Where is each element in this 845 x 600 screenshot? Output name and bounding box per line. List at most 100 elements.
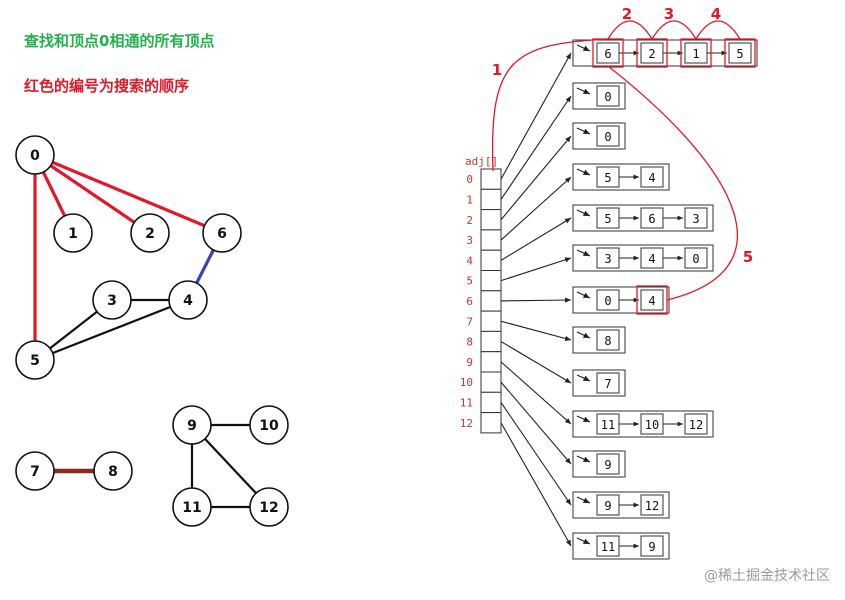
graph-node-label: 0 [30,148,40,164]
search-path-1 [491,38,609,172]
search-path-arc [651,20,697,40]
adj-array-label: adj[] [465,155,498,168]
graph-node-label: 10 [259,418,279,434]
graph-node-label: 4 [183,293,193,309]
graph-node-label: 3 [107,293,117,309]
adj-list-pointer [576,209,591,217]
adj-list-value: 7 [604,377,611,391]
adj-link-arrow [500,320,572,342]
adj-array-cell [480,209,502,231]
adj-list-value: 2 [648,47,655,61]
adj-link-arrow [500,217,572,261]
adj-index-label: 11 [460,396,473,409]
adj-list-value: 4 [648,171,655,185]
graph-node [249,405,289,445]
graph-node-label: 5 [30,353,40,369]
watermark: @稀土掘金技术社区 [704,568,830,584]
graph-node-label: 11 [182,500,201,516]
adj-link-arrow [500,402,572,506]
adj-link-arrow [500,52,572,180]
adj-array-cell [480,249,502,271]
adj-array-cell [480,229,502,251]
graph-node [92,280,132,320]
adj-list-value: 0 [604,90,611,104]
graph-node [168,280,208,320]
adj-list-value: 9 [604,499,611,513]
search-order-number: 1 [492,61,502,79]
graph-node-label: 12 [259,500,278,516]
adj-index-label: 0 [466,173,473,186]
graph-edge [34,298,189,362]
graph-node [130,213,170,253]
adj-list-cell [684,207,708,229]
search-order-number: 4 [711,5,721,23]
adj-list-value: 0 [604,130,611,144]
graph-node [172,487,212,527]
adj-list-pointer [576,331,591,339]
search-order-number: 3 [664,5,674,23]
graph-node [53,213,93,253]
search-path-arc [607,20,653,40]
adj-list-pointer [576,415,591,423]
adj-list-value: 0 [604,294,611,308]
adj-link-arrow [500,135,572,221]
search-path-5 [607,65,738,301]
adj-list-value: 5 [604,171,611,185]
heading: 查找和顶点0相通的所有顶点 [24,32,215,50]
graph-node-label: 9 [187,418,197,434]
graph-edge [34,153,151,235]
adj-array-cell [480,371,502,393]
adj-list-pointer [576,537,591,545]
adj-list-value: 9 [648,540,655,554]
graph-node [249,487,289,527]
adj-list-pointer [576,374,591,382]
adj-index-label: 4 [466,254,473,267]
adj-array-cell [480,270,502,292]
adj-list-cell [640,289,664,311]
adj-list-pointer [576,249,591,257]
adj-link-arrow [500,381,572,465]
graph-node [93,451,133,491]
graph-node [15,451,55,491]
search-order-number: 2 [622,5,632,23]
adj-list-cell [640,535,664,557]
adj-list-value: 9 [604,458,611,472]
subheading: 红色的编号为搜索的顺序 [24,77,190,95]
adj-array-cell [480,351,502,373]
adj-list-value: 3 [692,212,699,226]
adj-list-cell [596,85,620,107]
graph-node [172,405,212,445]
adj-list-pointer [576,496,591,504]
adj-list-value: 8 [604,334,611,348]
adj-list-pointer [576,127,591,135]
adj-link-arrow [500,95,572,200]
adj-link-arrow [500,361,572,425]
adj-link-arrow [500,176,572,241]
adj-list-value: 12 [645,499,659,513]
graph-node [15,340,55,380]
adj-list-value: 11 [601,540,615,554]
adj-list-cell [596,125,620,147]
adj-array-cell [480,290,502,312]
graph-node [15,135,55,175]
adj-list-cell [684,413,708,435]
adj-list-cell [596,453,620,475]
adj-list-pointer [576,291,591,299]
adj-index-label: 1 [466,193,473,206]
adj-link-arrow [500,422,572,547]
adj-array-cell [480,168,502,190]
adj-index-label: 12 [460,417,473,430]
adj-array-cell [480,412,502,434]
adj-link-arrow [500,297,572,303]
adj-array-cell [480,188,502,211]
adj-list-value: 0 [692,252,699,266]
adj-index-label: 2 [466,214,473,227]
adj-array-cell [480,330,502,353]
adj-list-value: 5 [604,212,611,226]
adj-index-label: 3 [466,234,473,247]
adj-array-cell [480,310,502,332]
adj-list-value: 6 [648,212,655,226]
adj-array-cell [480,391,502,414]
